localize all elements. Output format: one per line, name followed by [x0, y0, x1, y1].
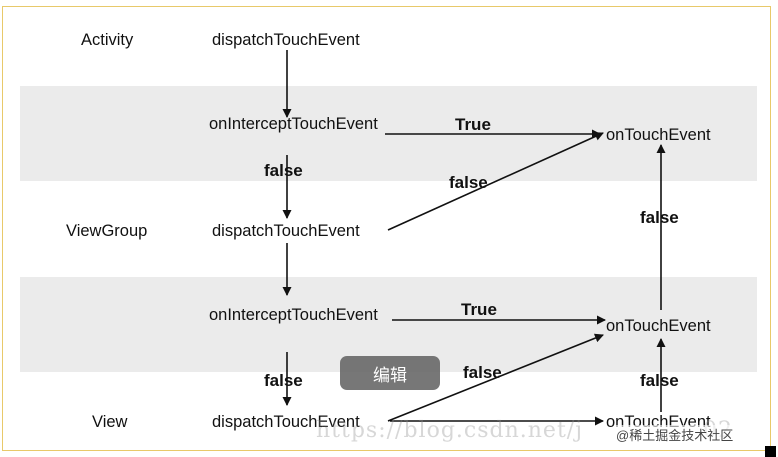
edit-button[interactable]: 编辑: [340, 356, 440, 390]
layer-view: View: [92, 413, 128, 431]
ontouch-event-1: onTouchEvent: [606, 126, 711, 144]
label-false-up-1: false: [640, 208, 679, 227]
viewgroup-dispatch: dispatchTouchEvent: [212, 222, 360, 240]
layer-activity: Activity: [81, 31, 134, 49]
label-false-up-2: false: [640, 371, 679, 390]
view-dispatch: dispatchTouchEvent: [212, 413, 360, 431]
label-false-diag-2: false: [463, 363, 502, 382]
label-false-down-1: false: [264, 161, 303, 180]
view-intercept: onInterceptTouchEvent: [209, 306, 378, 324]
viewgroup-intercept: onInterceptTouchEvent: [209, 115, 378, 133]
label-false-diag-1: false: [449, 173, 488, 192]
corner-marker: [765, 446, 776, 457]
credit-text: @稀土掘金技术社区: [616, 425, 734, 444]
diagram-frame: [2, 6, 771, 451]
arrow-false-diag-2: [387, 333, 604, 422]
ontouch-event-2: onTouchEvent: [606, 317, 711, 335]
label-true-1: True: [455, 115, 491, 134]
activity-dispatch: dispatchTouchEvent: [212, 31, 360, 49]
arrow-false-diag-1: [387, 132, 604, 231]
watermark-text: https://blog.csdn.net/j: [316, 418, 584, 443]
layer-viewgroup: ViewGroup: [66, 222, 148, 240]
label-true-2: True: [461, 300, 497, 319]
label-false-down-2: false: [264, 371, 303, 390]
